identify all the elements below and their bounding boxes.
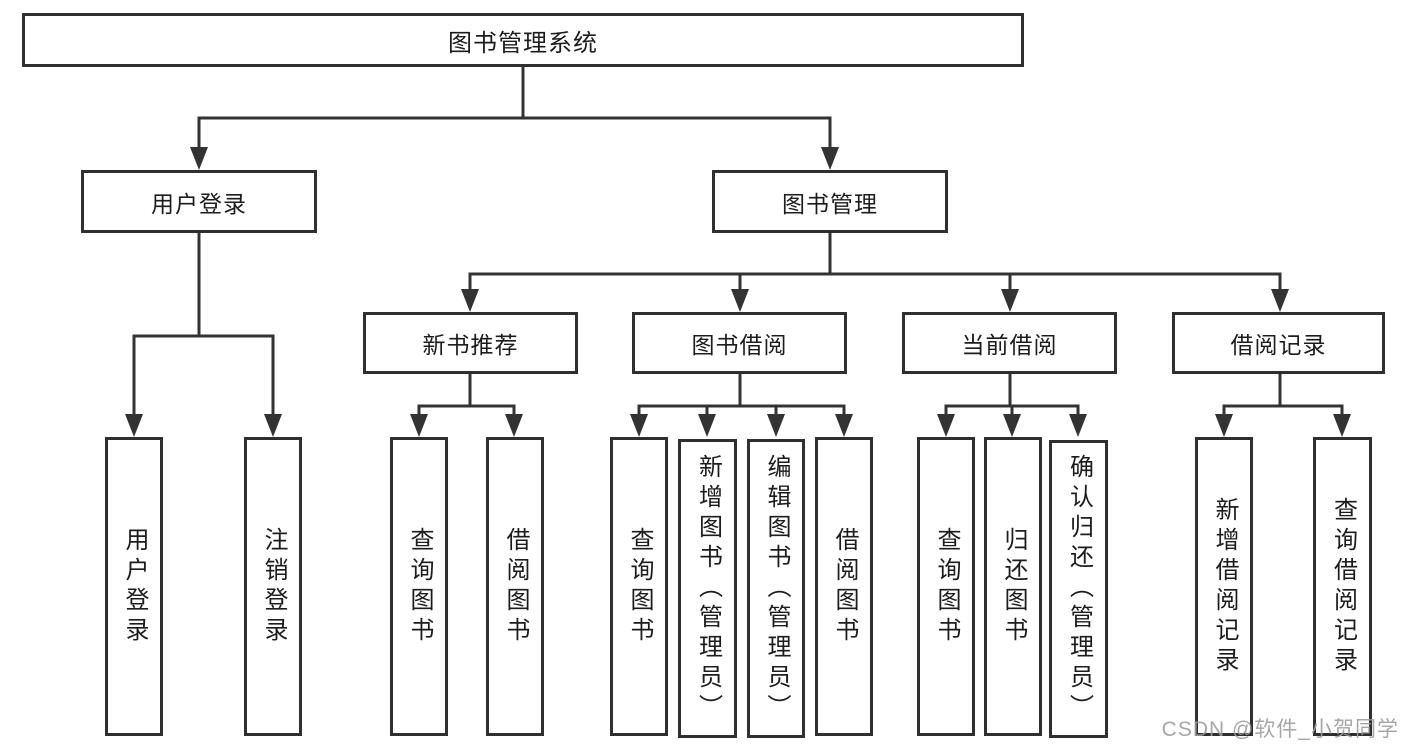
node-book-management: 图书管理	[712, 170, 948, 233]
leaf-add-borrow-record: 新增借阅记录	[1195, 437, 1253, 736]
leaf-query-borrow-record: 查询借阅记录	[1313, 437, 1372, 736]
node-user-login: 用户登录	[81, 170, 317, 233]
leaf-user-login: 用户登录	[105, 437, 163, 736]
leaf-borrow-books-recommend: 借阅图书	[486, 437, 544, 736]
leaf-query-books-recommend: 查询图书	[390, 437, 448, 736]
node-book-borrow: 图书借阅	[632, 312, 847, 374]
leaf-add-book-admin: 新增图书（管理员）	[678, 439, 737, 738]
node-borrow-records: 借阅记录	[1172, 312, 1385, 374]
node-new-book-recommend: 新书推荐	[363, 312, 578, 374]
leaf-query-books-borrow: 查询图书	[610, 437, 668, 736]
leaf-confirm-return-admin: 确认归还（管理员）	[1049, 440, 1108, 738]
arrowheads	[125, 147, 1351, 437]
leaf-query-books-current: 查询图书	[917, 437, 975, 736]
node-current-borrow: 当前借阅	[902, 312, 1117, 374]
leaf-borrow-book: 借阅图书	[815, 437, 873, 736]
node-root-library-system: 图书管理系统	[22, 13, 1024, 67]
leaf-edit-book-admin: 编辑图书（管理员）	[747, 439, 805, 738]
leaf-return-book: 归还图书	[984, 437, 1042, 736]
csdn-watermark: CSDN @软件_小贺同学	[1161, 718, 1399, 741]
leaf-logout: 注销登录	[244, 437, 302, 736]
